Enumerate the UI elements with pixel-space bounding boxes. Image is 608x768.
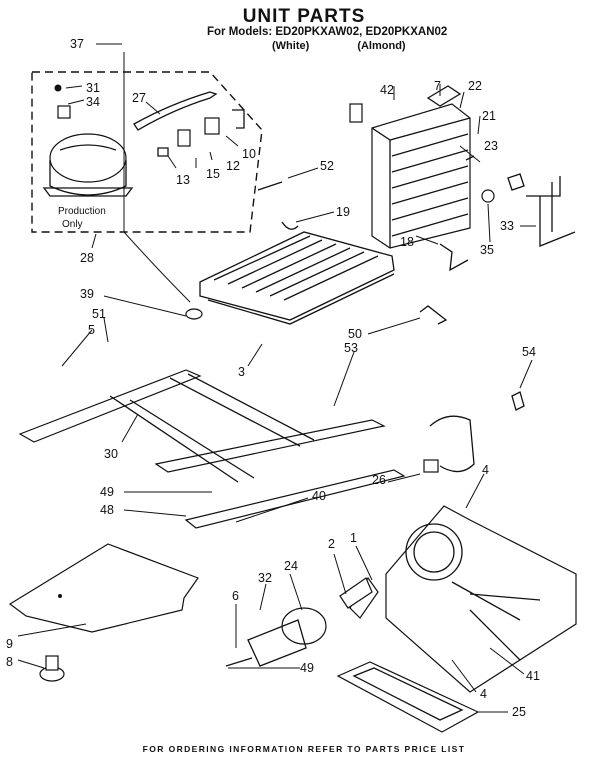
frame-rails [18, 369, 406, 529]
callout-34: 34 [86, 95, 100, 109]
callout-41: 41 [526, 669, 540, 683]
callout-7: 7 [434, 79, 441, 93]
relay-overload-parts [133, 91, 245, 157]
callout-13: 13 [176, 173, 190, 187]
callout-25: 25 [512, 705, 526, 719]
callout-3: 3 [238, 365, 245, 379]
callout-53: 53 [344, 341, 358, 355]
leveling-leg [39, 655, 65, 682]
callout-15: 15 [206, 167, 220, 181]
callout-49-upper: 49 [100, 485, 114, 499]
floor-panel [8, 543, 199, 633]
drain-tube [257, 181, 283, 191]
production-note-line2: Only [62, 219, 83, 230]
callout-42: 42 [380, 83, 394, 97]
callout-52: 52 [320, 159, 334, 173]
callout-18: 18 [400, 235, 414, 249]
callout-31: 31 [86, 81, 100, 95]
callout-23: 23 [484, 139, 498, 153]
callout-28: 28 [80, 251, 94, 265]
callout-6: 6 [232, 589, 239, 603]
leader-lines [17, 43, 536, 713]
hook-18 [439, 243, 469, 272]
ordering-footer: FOR ORDERING INFORMATION REFER TO PARTS … [142, 744, 466, 754]
callout-39: 39 [80, 287, 94, 301]
grommet-39 [185, 308, 203, 320]
callout-30: 30 [104, 447, 118, 461]
callout-35: 35 [480, 243, 494, 257]
variant-white: (White) [272, 40, 310, 52]
callout-54: 54 [522, 345, 536, 359]
spring-50 [419, 305, 448, 325]
callout-32: 32 [258, 571, 272, 585]
fan-motor [225, 607, 327, 667]
callout-51: 51 [92, 307, 106, 321]
fan-blade [339, 576, 379, 619]
callout-9: 9 [6, 637, 13, 651]
callout-27: 27 [132, 91, 146, 105]
models-line: For Models: ED20PKXAW02, ED20PKXAN02 [207, 26, 448, 38]
callout-48: 48 [100, 503, 114, 517]
callout-19: 19 [336, 205, 350, 219]
callout-26: 26 [372, 473, 386, 487]
variant-almond: (Almond) [357, 40, 406, 52]
callout-21: 21 [482, 109, 496, 123]
screw-54 [511, 391, 525, 411]
page-title: UNIT PARTS [242, 6, 366, 27]
callout-4-upper: 4 [482, 463, 489, 477]
callout-1: 1 [350, 531, 357, 545]
evaporator-coil [199, 221, 395, 325]
callout-33: 33 [500, 219, 514, 233]
wiring-harness [423, 415, 475, 473]
production-note-line1: Production [58, 206, 106, 217]
compressor [42, 84, 134, 197]
callout-4-lower: 4 [480, 687, 487, 701]
callout-40: 40 [312, 489, 326, 503]
variants-line: (White) (Almond) [272, 40, 406, 52]
callout-12: 12 [226, 159, 240, 173]
callout-50: 50 [348, 327, 362, 341]
callout-10: 10 [242, 147, 256, 161]
callout-2: 2 [328, 537, 335, 551]
callout-37: 37 [70, 37, 84, 51]
thermostat-assembly [465, 155, 576, 247]
callout-24: 24 [284, 559, 298, 573]
callout-22: 22 [468, 79, 482, 93]
fan-bracket [385, 505, 577, 693]
callout-49-lower: 49 [300, 661, 314, 675]
condenser-coil [349, 85, 471, 249]
production-only-box [31, 71, 263, 233]
callout-8: 8 [6, 655, 13, 669]
callout-5: 5 [88, 323, 95, 337]
